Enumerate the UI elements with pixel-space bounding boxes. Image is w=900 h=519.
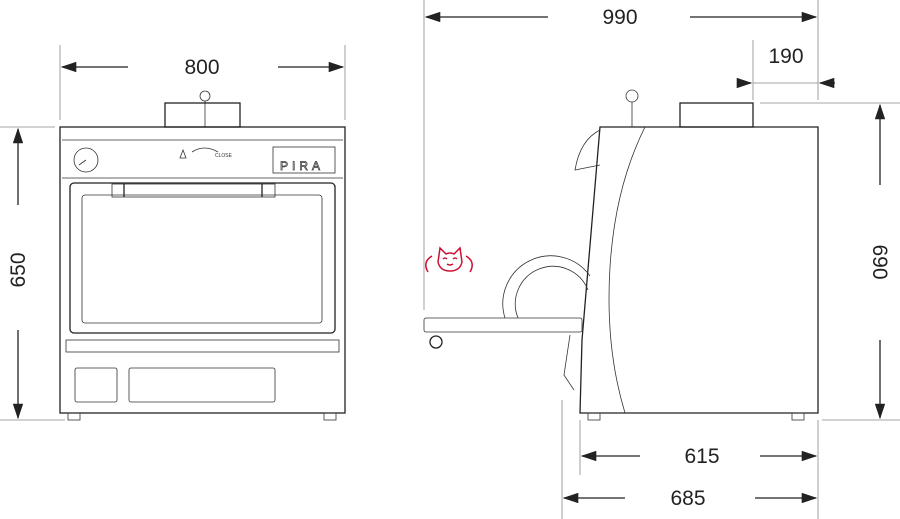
foot bbox=[323, 412, 337, 421]
height-690-label: 690 bbox=[868, 244, 891, 279]
wood-drawer bbox=[128, 367, 276, 403]
flame-icon bbox=[179, 148, 187, 159]
foot bbox=[791, 412, 805, 421]
front-view: CLOSE PIRA bbox=[59, 90, 346, 421]
chimney-knob bbox=[625, 89, 639, 103]
thermometer-dial bbox=[73, 147, 99, 173]
offset-190-label: 190 bbox=[768, 45, 803, 68]
oven-body bbox=[59, 126, 346, 414]
panel-close-label: CLOSE bbox=[215, 153, 233, 159]
side-dimensions: 990 190 690 615 685 bbox=[423, 0, 900, 519]
door-handle bbox=[111, 183, 276, 198]
oven-side-body bbox=[579, 126, 819, 414]
left-drawer bbox=[74, 367, 118, 403]
width-800-label: 800 bbox=[184, 56, 219, 79]
door-window bbox=[81, 194, 323, 324]
tray-handle bbox=[502, 255, 591, 319]
top-vent-box bbox=[679, 102, 754, 128]
tray-wheel bbox=[429, 335, 443, 349]
depth-685-label: 685 bbox=[670, 487, 705, 510]
foot bbox=[67, 412, 81, 421]
depth-990-label: 990 bbox=[602, 6, 637, 29]
depth-615-label: 615 bbox=[684, 445, 719, 468]
foot bbox=[587, 412, 601, 421]
side-view bbox=[423, 89, 819, 421]
chimney-knob bbox=[199, 90, 211, 102]
cat-watermark-icon bbox=[425, 246, 473, 273]
top-vent-box bbox=[164, 102, 241, 128]
height-650-label: 650 bbox=[7, 252, 30, 287]
front-dimensions: 800 650 bbox=[0, 45, 346, 421]
side-gauge bbox=[574, 129, 601, 171]
oven-door bbox=[69, 182, 336, 334]
ash-tray bbox=[423, 317, 583, 333]
brand-logo bbox=[272, 146, 336, 174]
brand-logo-text: PIRA bbox=[280, 159, 324, 173]
